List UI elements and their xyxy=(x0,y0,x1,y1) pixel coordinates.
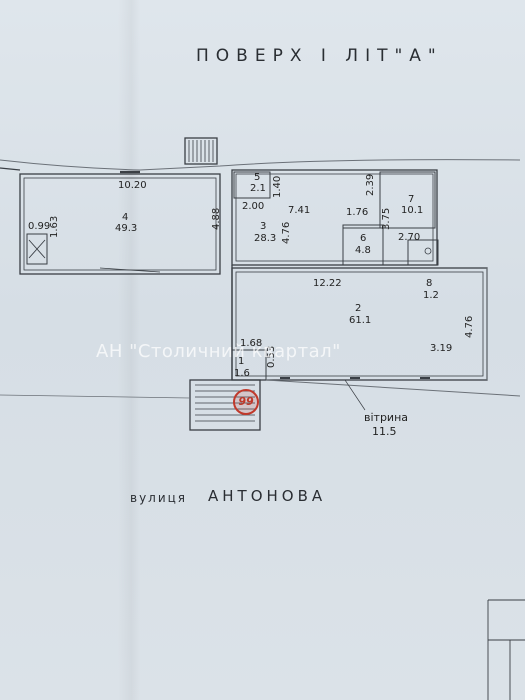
label-r1-w2: 1.6 xyxy=(234,368,250,379)
label-r6-h: 2.39 xyxy=(365,173,376,196)
label-r4-sub-h: 1.63 xyxy=(49,215,60,238)
label-r8-num: 8 xyxy=(426,278,433,289)
label-r8-area: 1.2 xyxy=(423,290,439,301)
label-r3-num: 3 xyxy=(260,221,267,232)
label-r2-area: 61.1 xyxy=(349,315,372,326)
label-r2-num: 2 xyxy=(355,303,362,314)
label-r4-width: 10.20 xyxy=(118,180,147,191)
label-r3-left: 4.88 xyxy=(211,207,222,230)
label-r7-area: 10.1 xyxy=(401,205,424,216)
label-r7-num: 7 xyxy=(408,194,415,205)
label-r4-num: 4 xyxy=(122,212,129,223)
label-r7-w: 2.70 xyxy=(398,232,421,243)
label-r5-h: 1.40 xyxy=(272,175,283,198)
label-vitrina: вітрина xyxy=(364,411,409,424)
agency-watermark: АН "Столичний квартал" xyxy=(96,341,341,362)
room-3-block xyxy=(231,169,438,266)
paper-fold xyxy=(118,0,140,700)
room-4-outline xyxy=(19,173,221,275)
stamp-99: 99 xyxy=(233,389,259,415)
label-r1-num: 1 xyxy=(238,356,245,367)
street-prefix: вулиця xyxy=(130,491,188,505)
label-r6-w: 1.76 xyxy=(346,207,369,218)
stairs-top xyxy=(184,137,218,165)
label-r5-area: 2.1 xyxy=(250,183,266,194)
label-r6-area: 4.8 xyxy=(355,245,371,256)
label-r3-h: 4.76 xyxy=(281,221,292,244)
label-vitrina-val: 11.5 xyxy=(372,425,397,438)
label-r3-len: 7.41 xyxy=(288,205,311,216)
label-r5-w: 2.00 xyxy=(242,201,265,212)
label-r6-num: 6 xyxy=(360,233,367,244)
street-name: АНТОНОВА xyxy=(208,487,327,505)
label-r1-w: 1.68 xyxy=(240,338,263,349)
label-r5-num: 5 xyxy=(254,172,261,183)
label-r6-h2: 3.75 xyxy=(381,207,392,230)
label-r2-h: 4.76 xyxy=(464,315,475,338)
entrance-stairs xyxy=(189,379,261,431)
label-r4-sub-w: 0.99 xyxy=(28,221,51,232)
floor-title: ПОВЕРХ І ЛІТ"А" xyxy=(196,46,443,66)
label-r4-area: 49.3 xyxy=(115,223,138,234)
label-r2-small: 3.19 xyxy=(430,343,453,354)
label-r3-area: 28.3 xyxy=(254,233,277,244)
label-r2-len: 12.22 xyxy=(313,278,342,289)
